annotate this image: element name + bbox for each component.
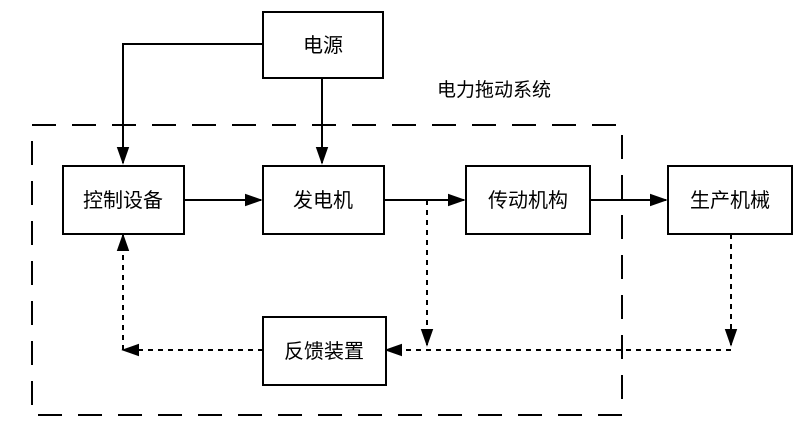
node-feedback-label: 反馈装置	[284, 339, 364, 363]
node-power-label: 电源	[303, 33, 343, 57]
node-power: 电源	[262, 11, 384, 79]
node-transmission: 传动机构	[465, 165, 591, 235]
node-feedback: 反馈装置	[262, 316, 387, 386]
system-label: 电力拖动系统	[437, 79, 551, 101]
node-transmission-label: 传动机构	[488, 188, 568, 212]
feedback-connectors	[116, 200, 738, 357]
edge-power-to-controller	[116, 43, 263, 165]
node-machinery: 生产机械	[667, 165, 793, 235]
node-machinery-label: 生产机械	[690, 188, 770, 212]
node-generator: 发电机	[262, 165, 385, 235]
node-controller: 控制设备	[62, 165, 185, 235]
system-boundary	[31, 124, 623, 416]
solid-connectors	[116, 43, 668, 207]
node-controller-label: 控制设备	[83, 188, 163, 212]
node-generator-label: 发电机	[293, 188, 353, 212]
